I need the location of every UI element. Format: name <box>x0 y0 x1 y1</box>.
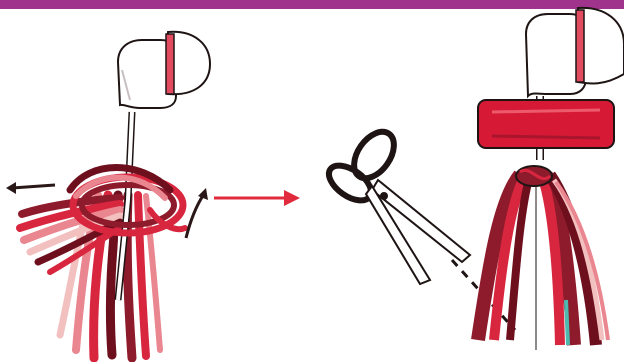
red-band <box>478 100 614 148</box>
right-step-cutting <box>323 8 624 350</box>
earbud-icon <box>526 8 624 96</box>
left-step-wrapping <box>6 32 210 360</box>
tassel-threads-right <box>478 175 608 350</box>
arrow-right-icon <box>214 190 300 206</box>
curved-arrow-icon <box>186 188 208 238</box>
top-band <box>0 0 624 9</box>
earbud-icon <box>118 32 210 108</box>
arrow-left-icon <box>6 182 55 194</box>
scissors-icon <box>323 125 470 284</box>
thread-knot <box>516 166 552 186</box>
